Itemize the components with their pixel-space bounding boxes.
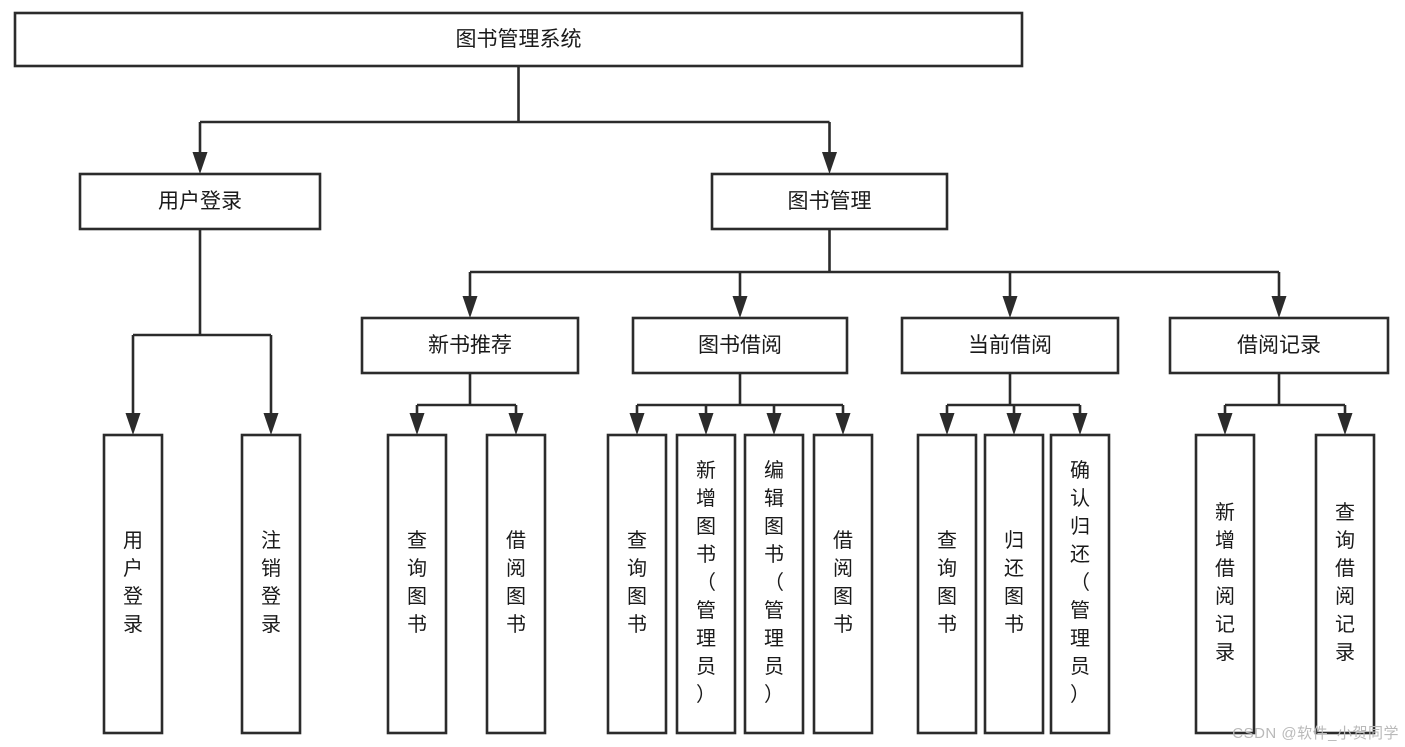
node-label: 编辑图书（管理员） xyxy=(764,459,784,706)
node-box[interactable] xyxy=(360,316,580,375)
node-l2-book-borrow[interactable]: 图书借阅 xyxy=(631,316,849,375)
node-leaf-user-login[interactable]: 用户登录 xyxy=(102,433,164,735)
node-leaf-rec-add-record[interactable]: 新增借阅记录 xyxy=(1194,433,1256,735)
node-box[interactable] xyxy=(606,433,668,735)
connector-group-l1_book_manage xyxy=(462,229,1287,318)
arrow-head-icon xyxy=(1217,413,1233,435)
node-leaf-borrow-add-book[interactable]: 新增图书（管理员） xyxy=(675,433,737,735)
node-l1-user-login[interactable]: 用户登录 xyxy=(78,172,322,231)
node-box[interactable] xyxy=(631,316,849,375)
node-leaf-cur-confirm-return[interactable]: 确认归还（管理员） xyxy=(1049,433,1111,735)
node-label: 查询图书 xyxy=(407,529,427,636)
connector-group-l1_user_login xyxy=(125,229,279,435)
node-label: 查询借阅记录 xyxy=(1335,501,1355,664)
node-leaf-cur-return-book[interactable]: 归还图书 xyxy=(983,433,1045,735)
node-box[interactable] xyxy=(675,433,737,735)
node-label: 新书推荐 xyxy=(428,334,512,357)
node-l1-book-manage[interactable]: 图书管理 xyxy=(710,172,949,231)
node-label: 当前借阅 xyxy=(968,334,1052,357)
connector-group-l2_borrow_record xyxy=(1217,373,1353,435)
node-box[interactable] xyxy=(916,433,978,735)
connector-group-l2_new_book_rec xyxy=(409,373,524,435)
node-l2-new-book-rec[interactable]: 新书推荐 xyxy=(360,316,580,375)
node-box[interactable] xyxy=(386,433,448,735)
connector-group-l2_current_borrow xyxy=(939,373,1088,435)
arrow-head-icon xyxy=(263,413,279,435)
node-label: 新增借阅记录 xyxy=(1215,501,1235,664)
watermark-credit: CSDN @软件_小贺同学 xyxy=(1232,725,1399,742)
node-box[interactable] xyxy=(1168,316,1390,375)
arrow-head-icon xyxy=(192,152,208,174)
node-leaf-user-logout[interactable]: 注销登录 xyxy=(240,433,302,735)
node-box[interactable] xyxy=(900,316,1120,375)
arrow-head-icon xyxy=(1006,413,1022,435)
node-box[interactable] xyxy=(240,433,302,735)
node-label: 借阅记录 xyxy=(1237,334,1321,357)
arrow-head-icon xyxy=(1271,296,1287,318)
node-label: 用户登录 xyxy=(158,190,242,213)
arrow-head-icon xyxy=(732,296,748,318)
arrow-head-icon xyxy=(835,413,851,435)
node-leaf-rec-query-record[interactable]: 查询借阅记录 xyxy=(1314,433,1376,735)
node-box[interactable] xyxy=(1314,433,1376,735)
arrow-head-icon xyxy=(939,413,955,435)
node-label: 查询图书 xyxy=(627,529,647,636)
node-leaf-borrow-edit-book[interactable]: 编辑图书（管理员） xyxy=(743,433,805,735)
node-box[interactable] xyxy=(102,433,164,735)
node-box[interactable] xyxy=(13,11,1024,68)
node-label: 查询图书 xyxy=(937,529,957,636)
connector-group-root xyxy=(192,66,837,174)
node-label: 注销登录 xyxy=(261,529,281,636)
node-leaf-borrow-borrow-book[interactable]: 借阅图书 xyxy=(812,433,874,735)
node-box[interactable] xyxy=(1049,433,1111,735)
node-box[interactable] xyxy=(485,433,547,735)
connector-group-l2_book_borrow xyxy=(629,373,851,435)
arrow-head-icon xyxy=(629,413,645,435)
node-leaf-rec-query-book[interactable]: 查询图书 xyxy=(386,433,448,735)
node-box[interactable] xyxy=(812,433,874,735)
node-label: 借阅图书 xyxy=(506,529,526,636)
node-l2-borrow-record[interactable]: 借阅记录 xyxy=(1168,316,1390,375)
node-label: 确认归还（管理员） xyxy=(1070,459,1090,706)
arrow-head-icon xyxy=(125,413,141,435)
node-leaf-cur-query-book[interactable]: 查询图书 xyxy=(916,433,978,735)
node-box[interactable] xyxy=(743,433,805,735)
node-l2-current-borrow[interactable]: 当前借阅 xyxy=(900,316,1120,375)
node-box[interactable] xyxy=(78,172,322,231)
arrow-head-icon xyxy=(1002,296,1018,318)
arrow-head-icon xyxy=(409,413,425,435)
node-leaf-rec-borrow-book[interactable]: 借阅图书 xyxy=(485,433,547,735)
node-label: 借阅图书 xyxy=(833,529,853,636)
node-box[interactable] xyxy=(710,172,949,231)
node-box[interactable] xyxy=(983,433,1045,735)
node-label: 归还图书 xyxy=(1004,529,1024,636)
node-root[interactable]: 图书管理系统 xyxy=(13,11,1024,68)
node-box[interactable] xyxy=(1194,433,1256,735)
node-layer: 图书管理系统用户登录图书管理新书推荐图书借阅当前借阅借阅记录用户登录注销登录查询… xyxy=(13,11,1390,735)
node-label: 图书管理 xyxy=(788,190,872,213)
arrow-head-icon xyxy=(1072,413,1088,435)
arrow-head-icon xyxy=(822,152,837,174)
arrow-head-icon xyxy=(698,413,714,435)
node-label: 新增图书（管理员） xyxy=(696,459,716,706)
arrow-head-icon xyxy=(1337,413,1353,435)
connector-layer xyxy=(125,66,1353,435)
arrow-head-icon xyxy=(766,413,782,435)
node-label: 用户登录 xyxy=(123,530,143,636)
arrow-head-icon xyxy=(508,413,524,435)
node-label: 图书管理系统 xyxy=(456,28,582,51)
node-label: 图书借阅 xyxy=(698,334,782,357)
node-leaf-borrow-query-book[interactable]: 查询图书 xyxy=(606,433,668,735)
arrow-head-icon xyxy=(462,296,478,318)
